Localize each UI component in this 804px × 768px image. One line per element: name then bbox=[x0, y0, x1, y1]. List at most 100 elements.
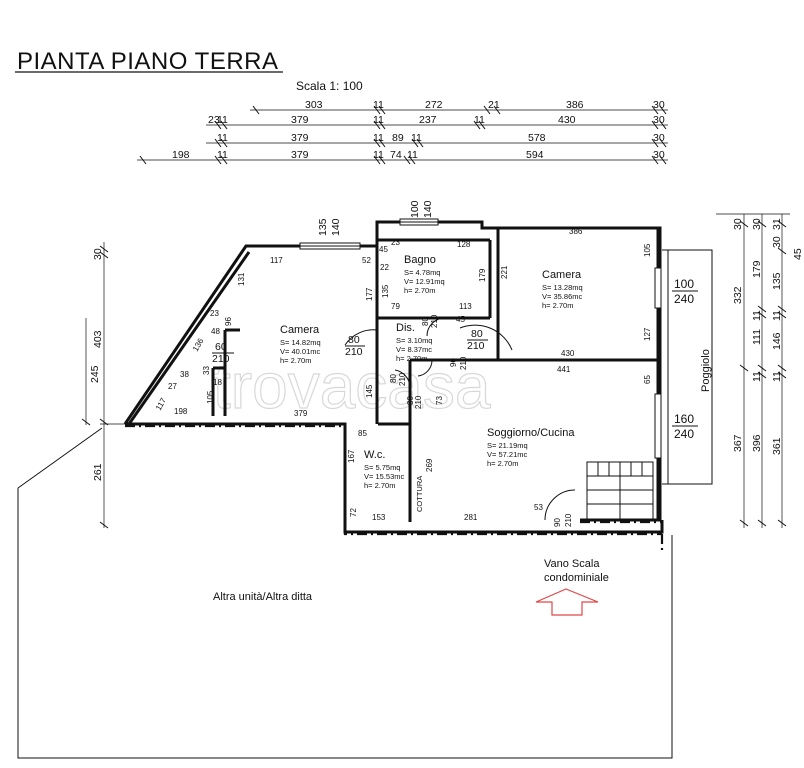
room-camera-left: Camera S= 14.82mq V= 40.01mc h= 2.70m bbox=[280, 324, 321, 365]
dim-label: 45 bbox=[792, 248, 804, 260]
boundary-line bbox=[125, 424, 664, 552]
dim-label: 18 bbox=[213, 378, 222, 387]
dim-label: 198 bbox=[172, 149, 190, 161]
scale-label: Scala 1: 100 bbox=[296, 79, 363, 93]
dim-label: 22 bbox=[380, 263, 389, 272]
dim-label: 11 bbox=[407, 149, 418, 161]
dim-label: 31 bbox=[771, 218, 783, 230]
dim-label: 27 bbox=[168, 382, 177, 391]
dim-label: 111 bbox=[751, 329, 763, 345]
dim-label: 198 bbox=[174, 407, 188, 416]
dim-label: 96 bbox=[224, 317, 233, 326]
cottura-label: COTTURA bbox=[415, 476, 424, 512]
dim-label: 30 bbox=[92, 248, 104, 260]
room-volume: V= 57.21mc bbox=[487, 450, 527, 459]
dim-label: 11 bbox=[217, 114, 228, 126]
dim-label: 23 bbox=[208, 114, 220, 126]
dim-label: 430 bbox=[561, 349, 575, 358]
dim-label: 80 bbox=[406, 396, 415, 405]
room-area: S= 13.28mq bbox=[542, 283, 583, 292]
room-name: Camera bbox=[542, 269, 582, 281]
inner-walls bbox=[211, 228, 658, 522]
dim-label: 53 bbox=[534, 503, 543, 512]
dim-label: 245 bbox=[89, 365, 101, 383]
dim-label: 167 bbox=[347, 449, 356, 463]
dim-label: 45 bbox=[379, 245, 388, 254]
dim-label: 127 bbox=[643, 327, 652, 341]
room-area: S= 14.82mq bbox=[280, 338, 321, 347]
dim-label: 117 bbox=[154, 396, 168, 412]
dim-label: 30 bbox=[732, 218, 744, 230]
dim-label: 30 bbox=[751, 218, 763, 230]
dim-label: 30 bbox=[653, 132, 665, 144]
balcony bbox=[662, 249, 713, 485]
vano-scala-line1: Vano Scala bbox=[544, 558, 600, 570]
room-area: S= 4.78mq bbox=[404, 268, 440, 277]
dim-label: 48 bbox=[211, 327, 220, 336]
dim-label: 89 bbox=[392, 132, 404, 144]
room-volume: V= 12.91mq bbox=[404, 277, 445, 286]
dim-label: 153 bbox=[372, 513, 386, 522]
dim-label: 85 bbox=[358, 429, 367, 438]
dim-label: 379 bbox=[294, 409, 308, 418]
dim-label: 210 bbox=[467, 340, 485, 352]
dim-label: 210 bbox=[398, 372, 407, 386]
dim-label: 74 bbox=[390, 149, 402, 161]
ground-outline bbox=[17, 427, 673, 759]
dim-label: 11 bbox=[771, 310, 783, 321]
poggiolo-label: Poggiolo bbox=[700, 349, 712, 392]
dim-label: 261 bbox=[92, 463, 104, 481]
room-volume: V= 8.37mc bbox=[396, 345, 432, 354]
dim-label: 379 bbox=[291, 114, 309, 126]
dim-label: 441 bbox=[557, 365, 571, 374]
dim-label: 281 bbox=[464, 513, 478, 522]
dim-label: 131 bbox=[237, 272, 246, 286]
room-height: h= 2.70m bbox=[542, 301, 573, 310]
dim-label: 11 bbox=[751, 371, 763, 382]
window-label: 140 bbox=[330, 218, 342, 236]
room-height: h= 2.70m bbox=[280, 356, 311, 365]
dim-label: 403 bbox=[92, 330, 104, 348]
dim-label: 105 bbox=[643, 243, 652, 257]
dim-label: 179 bbox=[478, 268, 487, 282]
dim-label: 11 bbox=[217, 132, 228, 144]
room-wc: W.c. S= 5.75mq V= 15.53mc h= 2.70m bbox=[364, 449, 404, 490]
room-bagno: Bagno S= 4.78mq V= 12.91mq h= 2.70m bbox=[404, 254, 445, 295]
dim-label: 65 bbox=[643, 375, 652, 384]
dim-label: 145 bbox=[365, 384, 374, 398]
dim-label: 11 bbox=[373, 149, 384, 161]
dim-label: 73 bbox=[435, 396, 444, 405]
dim-label: 23 bbox=[391, 238, 400, 247]
dim-label: 210 bbox=[564, 513, 573, 527]
dim-label: 210 bbox=[430, 314, 439, 328]
dim-label: 210 bbox=[459, 356, 468, 370]
dim-label: 136 bbox=[191, 336, 206, 353]
dim-label: 11 bbox=[411, 132, 422, 144]
room-area: S= 3.10mq bbox=[396, 336, 432, 345]
dim-label: 11 bbox=[474, 114, 485, 126]
dim-label: 23 bbox=[210, 309, 219, 318]
inner-dimension-labels: 117 52 131 23 96 48 60 210 33 136 18 38 … bbox=[154, 227, 652, 527]
dim-label: 386 bbox=[569, 227, 583, 236]
dim-label: 113 bbox=[459, 302, 472, 311]
dim-label: 210 bbox=[345, 346, 363, 358]
dim-label: 177 bbox=[365, 287, 374, 301]
dim-label: 117 bbox=[270, 256, 283, 265]
room-camera-right: Camera S= 13.28mq V= 35.86mc h= 2.70m bbox=[542, 269, 583, 310]
room-name: Soggiorno/Cucina bbox=[487, 427, 575, 439]
dim-label: 11 bbox=[373, 114, 384, 126]
dim-label: 80 bbox=[348, 334, 360, 346]
dim-label: 90 bbox=[449, 358, 458, 367]
dim-label: 30 bbox=[653, 114, 665, 126]
room-volume: V= 40.01mc bbox=[280, 347, 320, 356]
window-label: 240 bbox=[674, 292, 694, 306]
dim-label: 210 bbox=[212, 353, 230, 365]
dim-label: 332 bbox=[732, 286, 744, 304]
right-dimension-lines bbox=[716, 213, 790, 528]
window-label: 240 bbox=[674, 427, 694, 441]
dim-label: 210 bbox=[414, 395, 423, 409]
dim-label: 361 bbox=[771, 437, 783, 455]
window-label: 160 bbox=[674, 412, 694, 426]
room-name: Camera bbox=[280, 324, 320, 336]
